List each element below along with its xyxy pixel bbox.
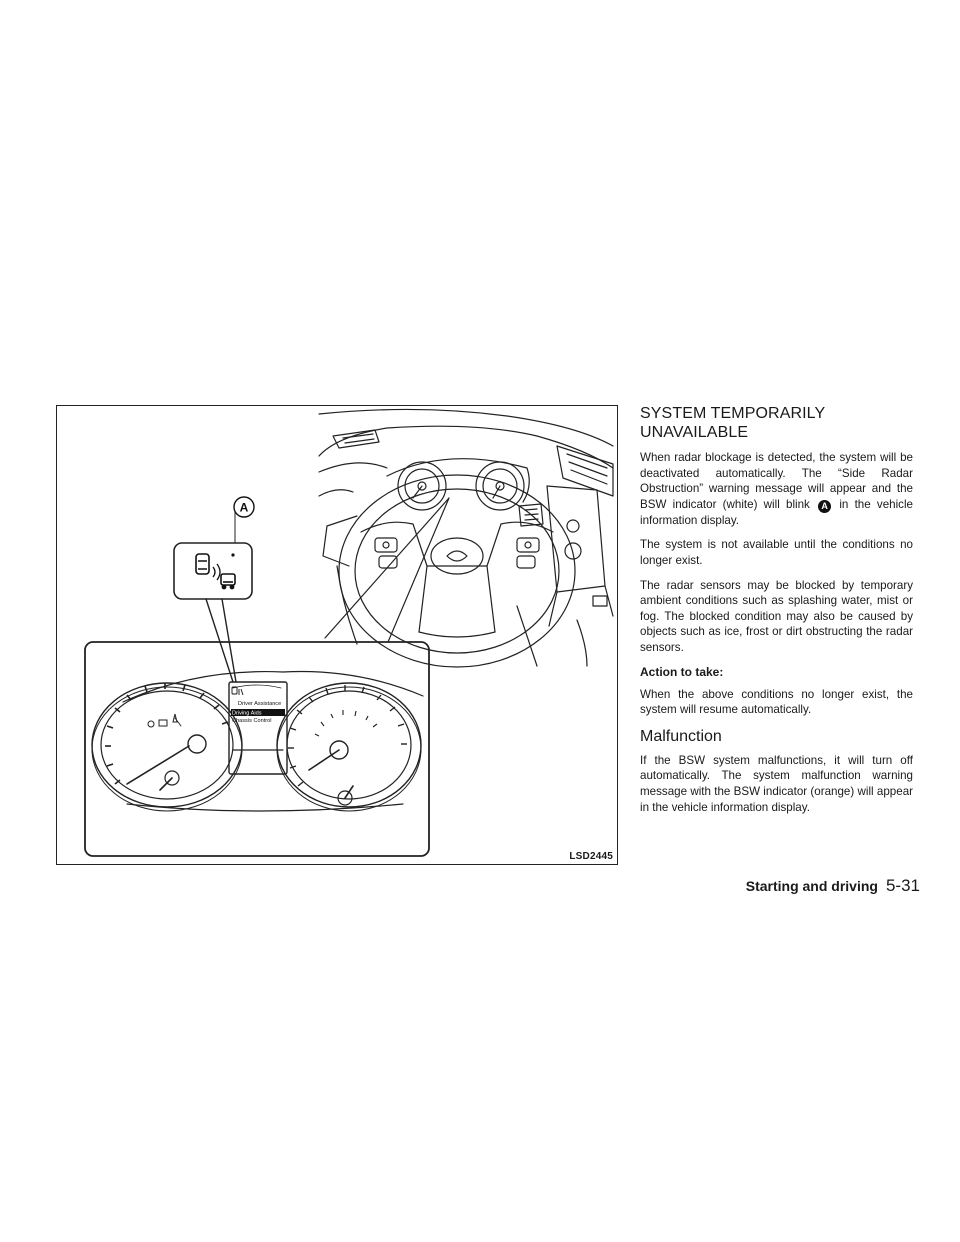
- dashboard-illustration: A Driver Assistance Driving Aids Chassis…: [84, 408, 614, 857]
- left-gauge-ticks: [105, 683, 229, 785]
- right-gauge: [276, 682, 422, 808]
- paragraph-text: in the vehicle information display.: [640, 497, 913, 527]
- heading-line-1: SYSTEM TEMPORARILY: [640, 405, 826, 422]
- zoom-line-left: [324, 497, 450, 639]
- menu-header: Driver Assistance: [238, 701, 281, 707]
- paragraph-blocked-conditions: The radar sensors may be blocked by temp…: [640, 578, 913, 654]
- footer-section-title: Starting and driving: [745, 878, 878, 894]
- display-bsw-icon: [231, 686, 244, 696]
- callout-letter: A: [240, 501, 249, 515]
- figure-code: LSD2445: [569, 851, 613, 862]
- menu-item-chassis-control[interactable]: Chassis Control: [232, 718, 271, 724]
- heading-system-temporarily-unavailable: SYSTEM TEMPORARILY UNAVAILABLE: [640, 404, 913, 442]
- pointer-line-2: [221, 598, 237, 683]
- callout-a-icon: A: [818, 499, 832, 513]
- menu-selected-highlight: [231, 709, 285, 716]
- right-gauge-ticks: [288, 685, 407, 787]
- left-gauge: [91, 682, 243, 808]
- paragraph-text: When radar blockage is detected, the sys…: [640, 451, 913, 511]
- paragraph-malfunction: If the BSW system malfunctions, it will …: [640, 753, 913, 814]
- paragraph-radar-blockage: When radar blockage is detected, the sys…: [640, 450, 913, 528]
- heading-malfunction: Malfunction: [640, 727, 722, 745]
- pointer-line-1: [205, 598, 234, 683]
- illustration-figure: A Driver Assistance Driving Aids Chassis…: [56, 405, 618, 865]
- bsw-indicator-icon: [195, 553, 236, 590]
- action-heading: Action to take:: [640, 664, 724, 679]
- heading-line-2: UNAVAILABLE: [640, 424, 749, 441]
- center-display: [228, 681, 288, 775]
- steering-wheel-rim: [338, 474, 576, 668]
- paragraph-not-available: The system is not available until the co…: [640, 538, 913, 567]
- callout-marker-a: A: [233, 496, 255, 518]
- cluster-inset-frame: [84, 641, 430, 857]
- bsw-callout-box: [173, 542, 253, 600]
- text-column: SYSTEM TEMPORARILY UNAVAILABLE When rada…: [640, 404, 913, 824]
- menu-item-driving-aids[interactable]: Driving Aids: [232, 711, 262, 717]
- page-number: 5-31: [885, 876, 920, 895]
- paragraph-resume: When the above conditions no longer exis…: [640, 687, 913, 717]
- page-footer: Starting and driving 5-31: [746, 876, 920, 896]
- left-gauge-warning-icons: [147, 713, 178, 728]
- zoom-line-right: [387, 497, 450, 643]
- dash-top-line: [318, 408, 614, 447]
